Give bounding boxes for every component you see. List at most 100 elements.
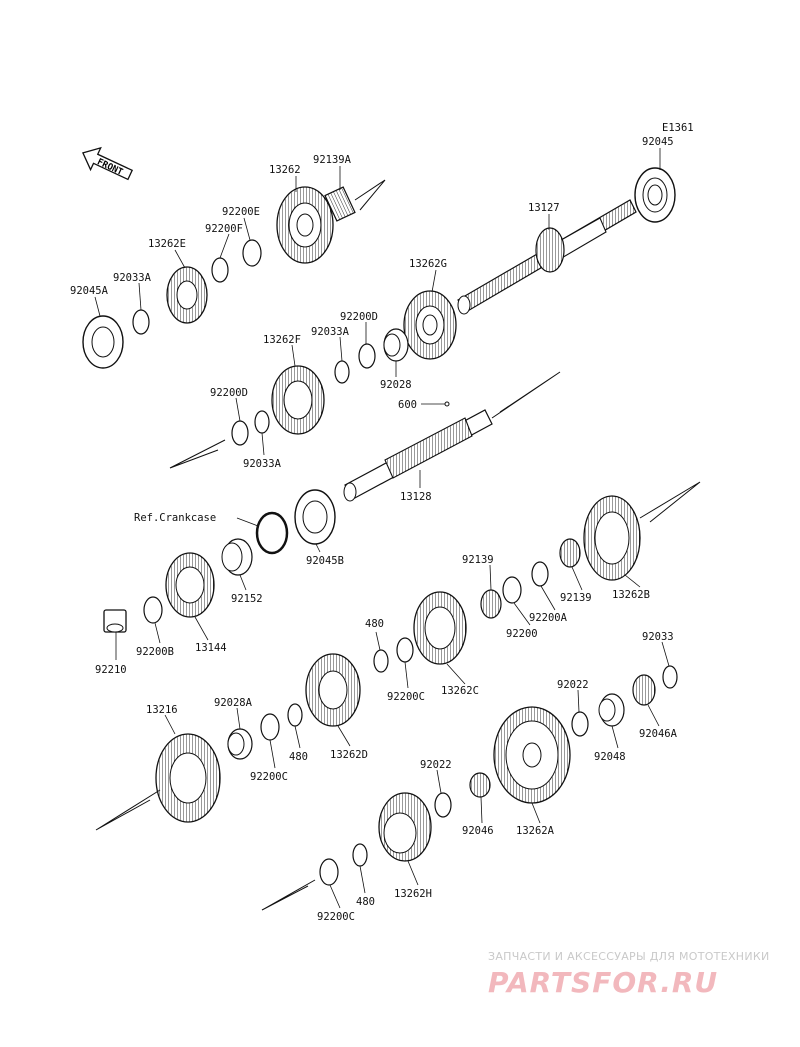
bearing-92045	[634, 167, 676, 223]
gear-13262F	[271, 365, 325, 435]
bearing-92045B	[294, 489, 336, 545]
washer-92200C-c	[319, 858, 339, 886]
label-ref-crankcase: Ref.Crankcase	[134, 512, 216, 524]
washer-92022-a	[571, 711, 589, 737]
label-13262H: 13262H	[394, 888, 432, 900]
label-13127: 13127	[528, 202, 560, 214]
label-92200D-mid: 92200D	[210, 387, 248, 399]
circlip-480-a	[373, 649, 389, 673]
label-92022-a: 92022	[557, 679, 589, 691]
axis-line-top-right	[354, 179, 386, 211]
label-92139-a: 92139	[462, 554, 494, 566]
sprocket-13144	[165, 552, 215, 618]
label-92200C-b: 92200C	[250, 771, 288, 783]
leader-lines	[94, 148, 670, 909]
diagram-code: E1361	[662, 122, 694, 134]
circlip-92033A-mid	[334, 360, 350, 384]
circlip-480-c	[352, 843, 368, 867]
washer-92200E	[242, 239, 262, 267]
washer-92200	[502, 576, 522, 604]
circlip-92033	[662, 665, 678, 689]
label-92200B: 92200B	[136, 646, 174, 658]
circlip-92033A-top	[132, 309, 150, 335]
gear-13262H	[378, 792, 432, 862]
label-480-a: 480	[365, 618, 384, 630]
label-13262E: 13262E	[148, 238, 186, 250]
bushing-92028	[383, 328, 409, 362]
shaft-13128	[343, 401, 493, 502]
gear-13262A	[493, 706, 571, 804]
gear-13127-teeth	[535, 227, 565, 273]
gear-13262G	[403, 290, 457, 360]
bearing-92045A	[82, 315, 124, 369]
label-92033: 92033	[642, 631, 674, 643]
label-92045A: 92045A	[70, 285, 109, 297]
gear-13262	[276, 186, 334, 264]
circlip-92033A-low	[254, 410, 270, 434]
label-480-c: 480	[356, 896, 375, 908]
washer-92200C-a	[396, 637, 414, 663]
needle-bearing-92139A	[324, 186, 356, 222]
label-92139-b: 92139	[560, 592, 592, 604]
axis-line-bottom	[261, 879, 316, 911]
label-92200E: 92200E	[222, 206, 260, 218]
axis-line-shaft-right	[491, 371, 561, 419]
gear-13262D	[305, 653, 361, 727]
front-arrow-icon: FRONT	[82, 146, 134, 181]
watermark-logo: PARTSFOR.RU	[488, 966, 719, 999]
label-600: 600	[398, 399, 417, 411]
label-92033A-top: 92033A	[113, 272, 152, 284]
needle-bearing-92139-b	[559, 538, 581, 568]
gear-13262C	[413, 591, 467, 665]
washer-92200B	[143, 596, 163, 624]
label-13128: 13128	[400, 491, 432, 503]
label-92200: 92200	[506, 628, 538, 640]
gear-13216	[155, 733, 221, 823]
label-92152: 92152	[231, 593, 263, 605]
label-92046A: 92046A	[639, 728, 678, 740]
label-13216: 13216	[146, 704, 178, 716]
oil-seal	[255, 511, 289, 555]
label-92200F: 92200F	[205, 223, 243, 235]
axis-line-mid-left	[169, 439, 226, 469]
washer-92200D-mid	[231, 420, 249, 446]
needle-bearing-92046	[469, 772, 491, 798]
washer-92200A	[531, 561, 549, 587]
nut-92210	[103, 609, 127, 633]
label-13262D: 13262D	[330, 749, 368, 761]
leader-ref-crankcase	[236, 517, 259, 527]
part-labels: 92045 13127 13262 92139A 92200E 92200F 1…	[70, 136, 678, 923]
label-13144: 13144	[195, 642, 227, 654]
axis-line-right	[639, 481, 701, 523]
label-92200C-a: 92200C	[387, 691, 425, 703]
label-13262G: 13262G	[409, 258, 447, 270]
label-92033A-low: 92033A	[243, 458, 282, 470]
watermark-tagline: ЗАПЧАСТИ И АКСЕССУАРЫ ДЛЯ МОТОТЕХНИКИ	[488, 950, 770, 963]
label-13262: 13262	[269, 164, 301, 176]
gear-13262E	[166, 266, 208, 324]
circlip-92200F	[211, 257, 229, 283]
label-92028: 92028	[380, 379, 412, 391]
washer-92200C-b	[260, 713, 280, 741]
label-92045: 92045	[642, 136, 674, 148]
needle-bearing-92139-a	[480, 589, 502, 619]
label-13262C: 13262C	[441, 685, 479, 697]
label-92200C-c: 92200C	[317, 911, 355, 923]
label-92022-b: 92022	[420, 759, 452, 771]
bushing-92028A	[227, 728, 253, 760]
collar-92048	[598, 693, 625, 727]
circlip-480-b	[287, 703, 303, 727]
label-92200A: 92200A	[529, 612, 568, 624]
washer-92200D-top	[358, 343, 376, 369]
label-480-b: 480	[289, 751, 308, 763]
axis-line-13216	[95, 789, 161, 831]
label-92139A: 92139A	[313, 154, 352, 166]
gear-13262B	[583, 495, 641, 581]
label-92046: 92046	[462, 825, 494, 837]
label-92033A-mid: 92033A	[311, 326, 350, 338]
collar-92152	[221, 538, 253, 576]
label-13262F: 13262F	[263, 334, 301, 346]
label-92210: 92210	[95, 664, 127, 676]
label-13262B: 13262B	[612, 589, 650, 601]
washer-92022-b	[434, 792, 452, 818]
